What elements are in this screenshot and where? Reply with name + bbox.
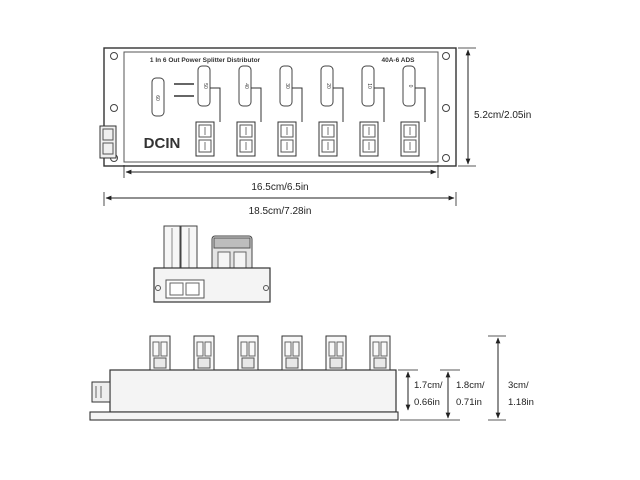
mount-hole	[442, 52, 450, 60]
body-thickness-cm: 1.7cm/	[414, 380, 443, 391]
fuse-slot	[197, 65, 211, 107]
fuse-label: 20	[325, 83, 331, 89]
fuse-slot	[361, 65, 375, 107]
inner-width-label: 16.5cm/6.5in	[251, 182, 308, 193]
fuse-label: 60	[154, 95, 160, 101]
board-rating: 40A-6 ADS	[382, 57, 416, 64]
fuse-slot	[320, 65, 334, 107]
fuse-label: 30	[284, 83, 290, 89]
fuse-label: 0	[407, 85, 413, 88]
mount-hole	[442, 154, 450, 162]
top-view: 1 In 6 Out Power Splitter Distributor 40…	[99, 47, 457, 167]
output-connector	[400, 121, 420, 157]
side-body	[109, 369, 397, 413]
fuse-label: 10	[366, 83, 372, 89]
output-connector	[318, 121, 338, 157]
overall-width-label: 18.5cm/7.28in	[249, 206, 312, 217]
board-title: 1 In 6 Out Power Splitter Distributor	[150, 57, 261, 64]
mount-hole	[442, 104, 450, 112]
output-connector	[195, 121, 215, 157]
total-height-cm: 3cm/	[508, 380, 529, 391]
fuse-label: 50	[202, 83, 208, 89]
body-thickness-in: 0.66in	[414, 397, 440, 408]
side-base	[89, 411, 399, 421]
height-label: 5.2cm/2.05in	[474, 110, 531, 121]
fuse-slot	[151, 77, 165, 117]
fuse-slot	[279, 65, 293, 107]
base-thickness-cm: 1.8cm/	[456, 380, 485, 391]
input-connector	[99, 125, 117, 159]
fuse-slot	[238, 65, 252, 107]
side-view	[89, 335, 399, 421]
mount-hole	[110, 52, 118, 60]
output-connector	[359, 121, 379, 157]
end-view	[153, 225, 271, 303]
output-connector	[277, 121, 297, 157]
output-connector	[236, 121, 256, 157]
fuse-label: 40	[243, 83, 249, 89]
dcin-label: DCIN	[144, 135, 181, 152]
fuse-slot	[402, 65, 416, 107]
base-thickness-in: 0.71in	[456, 397, 482, 408]
mount-hole	[110, 104, 118, 112]
total-height-in: 1.18in	[508, 397, 534, 408]
